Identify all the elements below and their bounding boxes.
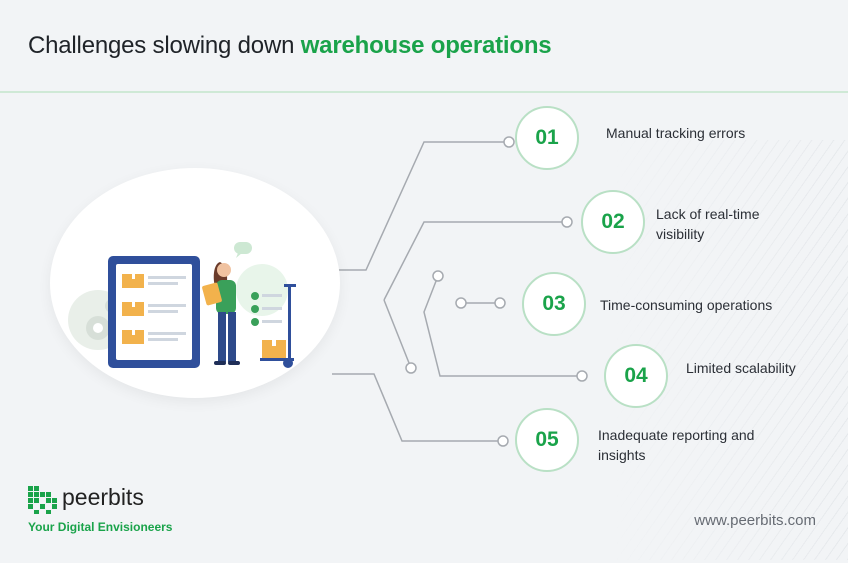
tablet-icon (108, 256, 200, 368)
challenge-number-01: 01 (515, 106, 579, 170)
node-dot-03b (494, 297, 506, 309)
title-divider (0, 91, 848, 93)
connector-01 (332, 141, 509, 271)
node-dot-02 (561, 216, 573, 228)
brand-tagline: Your Digital Envisioneers (28, 520, 173, 534)
hand-truck-icon (260, 284, 296, 368)
website-url: www.peerbits.com (694, 512, 816, 529)
challenge-label-05: Inadequate reporting and insights (598, 427, 755, 463)
node-dot-01 (503, 136, 515, 148)
warehouse-illustration (68, 242, 296, 368)
node-dot-03a (455, 297, 467, 309)
clipboard-icon (202, 282, 222, 306)
challenge-label-03: Time-consuming operations (600, 297, 773, 313)
challenge-number-05: 05 (515, 408, 579, 472)
connector-02 (383, 221, 567, 301)
title-highlight: warehouse operations (300, 32, 552, 59)
node-dot-04b (405, 362, 417, 374)
node-dot-04 (576, 370, 588, 382)
connector-04 (383, 299, 412, 369)
challenge-number-02: 02 (581, 190, 645, 254)
bg-blob-2 (236, 264, 288, 316)
speech-bubble-icon (234, 242, 252, 258)
illustration-circle (50, 168, 340, 398)
brand-logo: peerbits Your Digital Envisioneers (28, 484, 172, 534)
connector-05 (332, 373, 503, 442)
title-prefix: Challenges slowing down (28, 32, 295, 59)
checklist-icon (251, 292, 282, 326)
connector-03b (423, 275, 582, 377)
grid-logo-icon (28, 486, 57, 514)
page-title: Challenges slowing down warehouse operat… (28, 32, 552, 60)
node-dot-03c (432, 270, 444, 282)
challenge-label-01: Manual tracking errors (606, 125, 746, 141)
brand-name: peerbits (62, 484, 144, 510)
challenge-number-04: 04 (604, 344, 668, 408)
node-dot-05 (497, 435, 509, 447)
box-icon (122, 274, 186, 288)
challenge-label-02: Lack of real-time visibility (656, 206, 760, 242)
person-icon (202, 262, 240, 365)
challenge-number-03: 03 (522, 272, 586, 336)
challenge-label-04: Limited scalability (686, 360, 796, 376)
